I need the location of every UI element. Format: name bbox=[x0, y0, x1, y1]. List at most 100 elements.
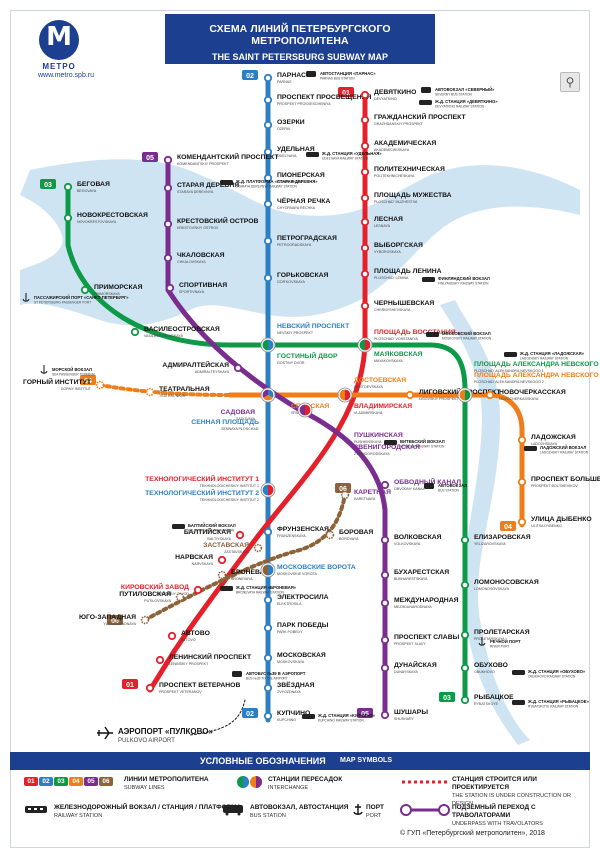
station-marker[interactable] bbox=[263, 527, 273, 537]
station-marker[interactable] bbox=[517, 435, 527, 445]
station-marker[interactable] bbox=[380, 635, 390, 645]
station-marker[interactable] bbox=[460, 580, 470, 590]
station-marker[interactable] bbox=[380, 710, 390, 720]
station-marker[interactable] bbox=[460, 535, 470, 545]
station-marker[interactable] bbox=[155, 655, 165, 665]
station-marker[interactable] bbox=[63, 213, 73, 223]
station-marker[interactable] bbox=[460, 663, 470, 673]
station-marker[interactable] bbox=[263, 595, 273, 605]
station-marker[interactable] bbox=[360, 301, 370, 311]
station-marker[interactable] bbox=[360, 269, 370, 279]
planned-station-marker[interactable] bbox=[95, 380, 105, 390]
station-marker[interactable] bbox=[165, 283, 175, 293]
station-marker[interactable] bbox=[360, 115, 370, 125]
station-marker[interactable] bbox=[485, 390, 495, 400]
planned-station-marker[interactable] bbox=[175, 592, 185, 602]
station-marker[interactable] bbox=[460, 630, 470, 640]
station-marker[interactable] bbox=[360, 193, 370, 203]
station-marker[interactable] bbox=[263, 199, 273, 209]
station-marker[interactable] bbox=[235, 530, 245, 540]
station-marker[interactable] bbox=[263, 95, 273, 105]
station-marker[interactable] bbox=[360, 141, 370, 151]
station-marker[interactable] bbox=[263, 147, 273, 157]
station-marker[interactable] bbox=[193, 585, 203, 595]
planned-station-marker[interactable] bbox=[217, 570, 227, 580]
station-marker[interactable] bbox=[517, 517, 527, 527]
station-marker[interactable] bbox=[380, 570, 390, 580]
station-marker[interactable] bbox=[360, 90, 370, 100]
station-marker[interactable] bbox=[217, 555, 227, 565]
station-marker[interactable] bbox=[80, 285, 90, 295]
station-marker[interactable] bbox=[163, 155, 173, 165]
station-marker[interactable] bbox=[460, 695, 470, 705]
station-marker[interactable] bbox=[380, 480, 390, 490]
station-marker[interactable] bbox=[263, 236, 273, 246]
station-marker[interactable] bbox=[263, 273, 273, 283]
planned-station-marker[interactable] bbox=[340, 490, 350, 500]
station-marker[interactable] bbox=[263, 711, 273, 721]
station-marker[interactable] bbox=[380, 535, 390, 545]
interchange-tech1[interactable]: ТЕХНОЛОГИЧЕСКИЙ ИНСТИТУТ 1TEKHNOLOGICHES… bbox=[145, 474, 276, 498]
station-marker[interactable] bbox=[380, 598, 390, 608]
station-marker[interactable] bbox=[517, 477, 527, 487]
planned-station-marker[interactable] bbox=[325, 530, 335, 540]
station-marker[interactable] bbox=[263, 653, 273, 663]
station-marker[interactable] bbox=[163, 253, 173, 263]
station-marker[interactable] bbox=[263, 683, 273, 693]
